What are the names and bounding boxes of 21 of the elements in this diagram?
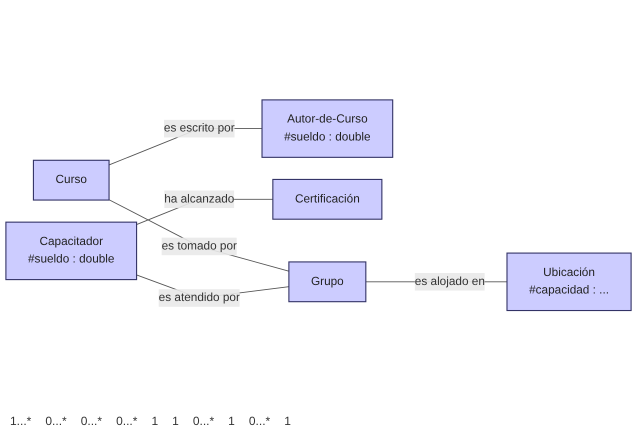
edge-label: es alojado en bbox=[414, 274, 485, 288]
node-box: Capacitador #sueldo : double bbox=[5, 221, 138, 280]
multiplicity-label: 0...* bbox=[45, 414, 67, 428]
multiplicity-label: 1 bbox=[284, 414, 291, 428]
node-box: Autor-de-Curso #sueldo : double bbox=[261, 99, 394, 158]
edge-label: es tomado por bbox=[162, 240, 237, 252]
multiplicity-label: 1 bbox=[172, 414, 179, 428]
multiplicity-label: 1 bbox=[228, 414, 235, 428]
edge-label: es atendido por bbox=[158, 291, 240, 304]
edge-label: es escrito por bbox=[164, 122, 235, 134]
node-box: Ubicación #capacidad : ... bbox=[506, 252, 632, 311]
multiplicity-label: 0...* bbox=[248, 414, 270, 428]
multiplicity-label: 0...* bbox=[192, 414, 214, 428]
node-box: Certificación bbox=[272, 178, 382, 220]
node-box: Curso bbox=[32, 160, 110, 200]
multiplicity-label: 1...* bbox=[10, 414, 32, 428]
multiplicity-label: 0...* bbox=[116, 414, 138, 428]
multiplicity-label: 1 bbox=[151, 414, 158, 428]
node-box: Grupo bbox=[288, 261, 366, 302]
edge-label: ha alcanzado bbox=[164, 192, 234, 205]
multiplicity-label: 0...* bbox=[80, 414, 102, 428]
